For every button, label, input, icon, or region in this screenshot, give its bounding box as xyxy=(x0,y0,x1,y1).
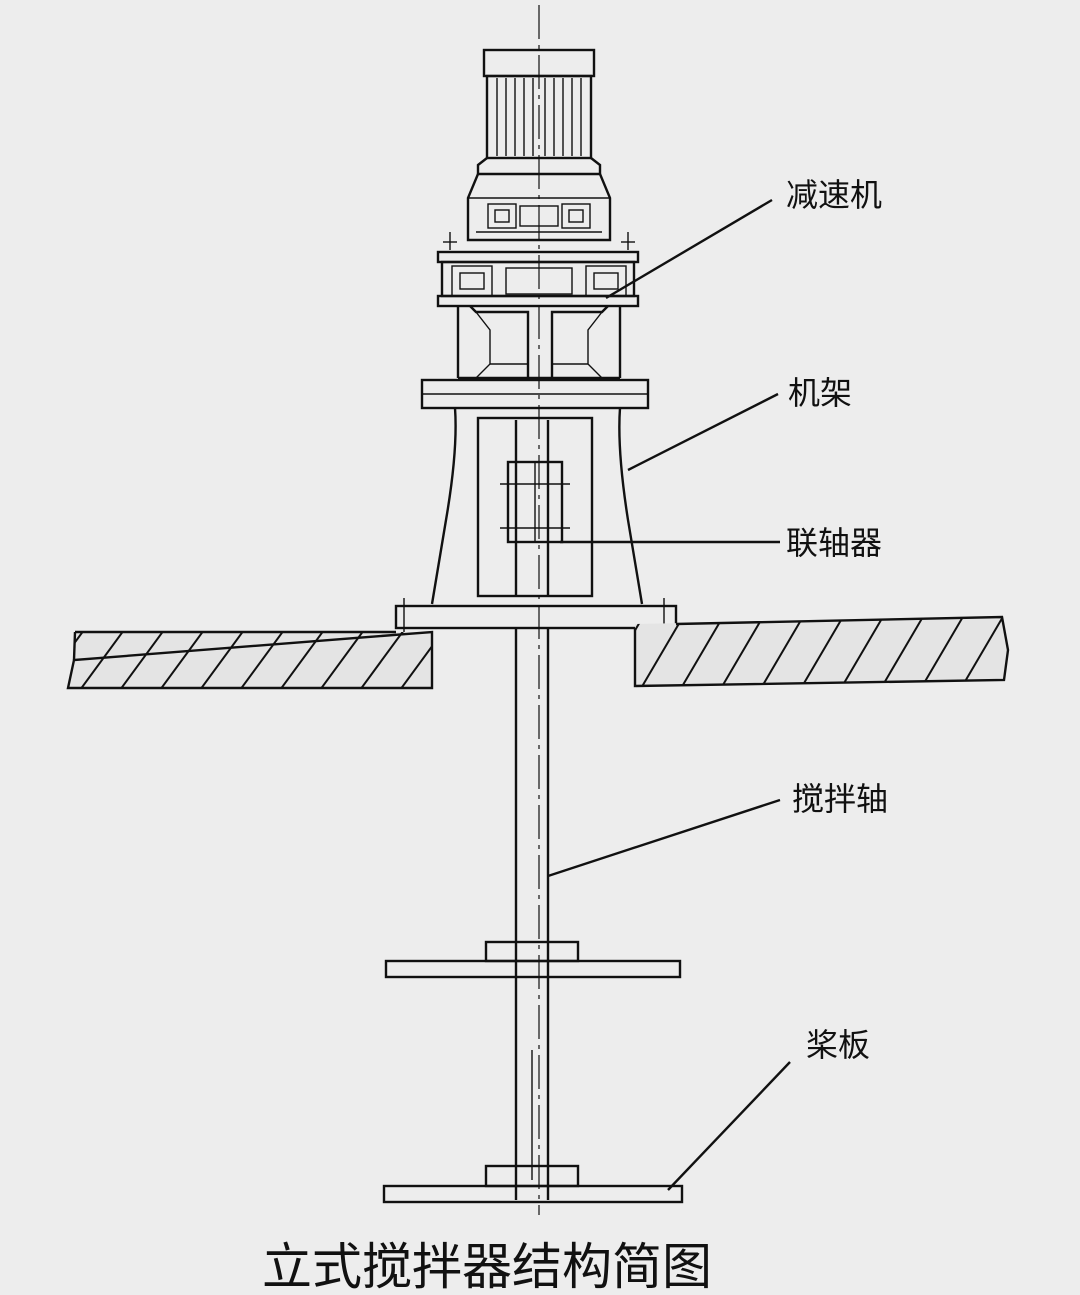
hatch-line xyxy=(719,617,765,686)
label-reducer: 减速机 xyxy=(786,176,882,214)
reducer xyxy=(436,157,640,380)
hatch-line xyxy=(759,617,805,686)
caption: 立式搅拌器结构简图 xyxy=(262,1238,712,1295)
slab xyxy=(66,615,1010,690)
paddle-lower xyxy=(382,1164,684,1204)
hatch-line xyxy=(199,632,245,688)
hatch-line xyxy=(68,632,85,688)
hatch-line xyxy=(799,617,845,686)
hatch-line xyxy=(839,617,885,686)
hatch-line xyxy=(119,632,165,688)
hatch-line xyxy=(319,632,365,688)
hatch-line xyxy=(399,632,432,688)
label-frame: 机架 xyxy=(788,374,852,412)
leader-lines xyxy=(547,198,791,1191)
hatch-line xyxy=(635,617,645,686)
hatch-line xyxy=(159,632,205,688)
hatch-line xyxy=(359,632,405,688)
hatch-line xyxy=(959,617,1005,686)
hatch-line xyxy=(919,617,965,686)
label-shaft: 搅拌轴 xyxy=(792,780,888,818)
label-coupling: 联轴器 xyxy=(786,524,882,562)
paddle-upper xyxy=(384,940,682,979)
frame xyxy=(394,378,678,660)
agitator-shaft xyxy=(514,5,550,1215)
hatch-line xyxy=(239,632,285,688)
hatch-line xyxy=(639,617,685,686)
hatch-line xyxy=(440,630,484,690)
hatch-line xyxy=(879,617,925,686)
label-paddle: 桨板 xyxy=(806,1026,870,1064)
hatch-line xyxy=(679,617,725,686)
hatch-line xyxy=(79,632,125,688)
